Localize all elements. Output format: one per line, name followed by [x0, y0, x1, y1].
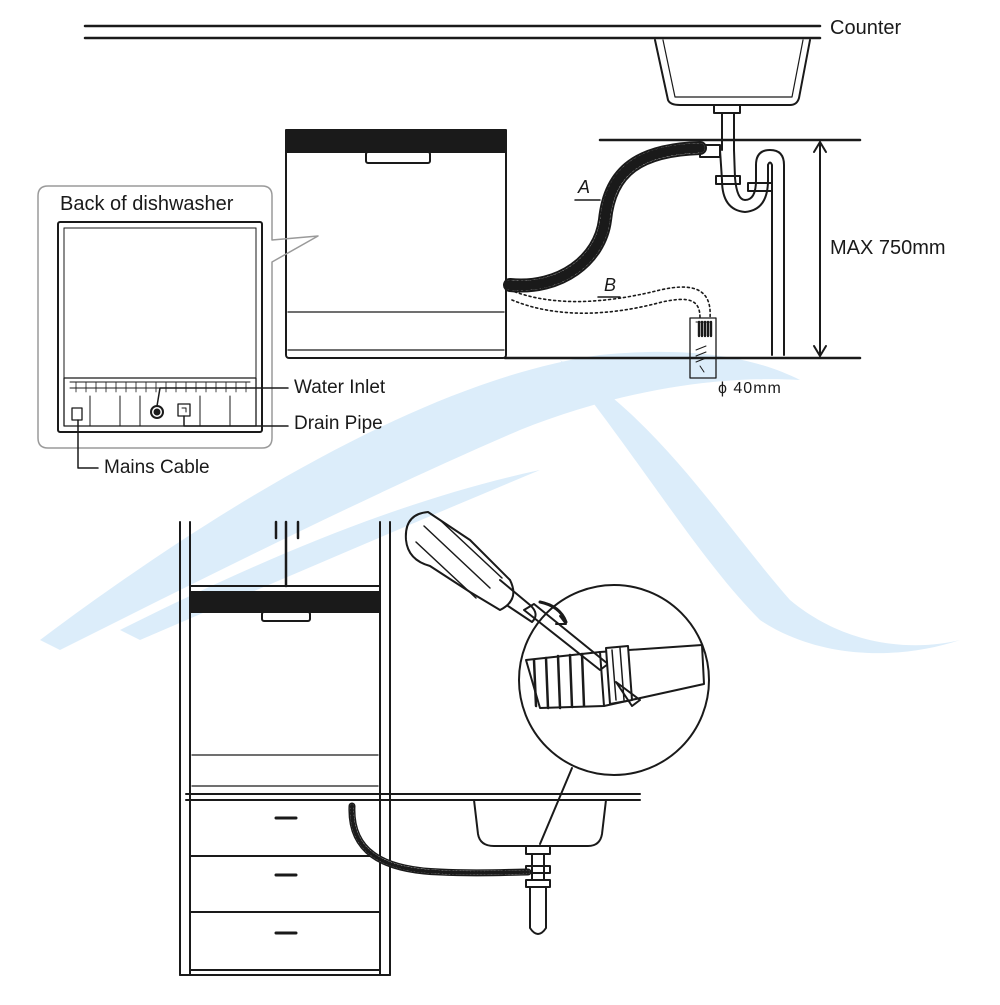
watermark-logo [40, 351, 960, 654]
dishwasher-front-view [285, 129, 507, 359]
drawer-stack [189, 799, 381, 971]
hose-b-label: B [604, 275, 617, 295]
screwdriver-icon [404, 511, 609, 671]
back-view-panel [37, 185, 319, 449]
counter-label: Counter [830, 17, 902, 39]
sink-basin [654, 39, 811, 106]
hose-clamp-detail [525, 644, 705, 710]
drain-hose-a [503, 141, 707, 293]
pipe-diameter-label: ϕ 40mm [718, 380, 782, 397]
sink-drain-trap [699, 104, 785, 356]
standpipe [689, 317, 717, 379]
max-height-dimension [813, 141, 827, 357]
bottom-drain-hose [348, 802, 532, 877]
mains-cable-label: Mains Cable [104, 457, 210, 478]
bottom-sink [473, 799, 607, 935]
back-of-dishwasher-label: Back of dishwasher [60, 193, 234, 215]
counter-top [83, 24, 822, 40]
dishwasher-built-in [189, 585, 381, 795]
drain-pipe-label: Drain Pipe [294, 413, 383, 434]
zoom-callout [518, 584, 710, 845]
label-leaders [77, 387, 289, 469]
hose-a-label: A [578, 177, 591, 197]
water-inlet-label: Water Inlet [294, 377, 386, 398]
power-cord [274, 520, 300, 588]
max-height-label: MAX 750mm [830, 237, 946, 259]
drain-hose-b [509, 286, 711, 319]
